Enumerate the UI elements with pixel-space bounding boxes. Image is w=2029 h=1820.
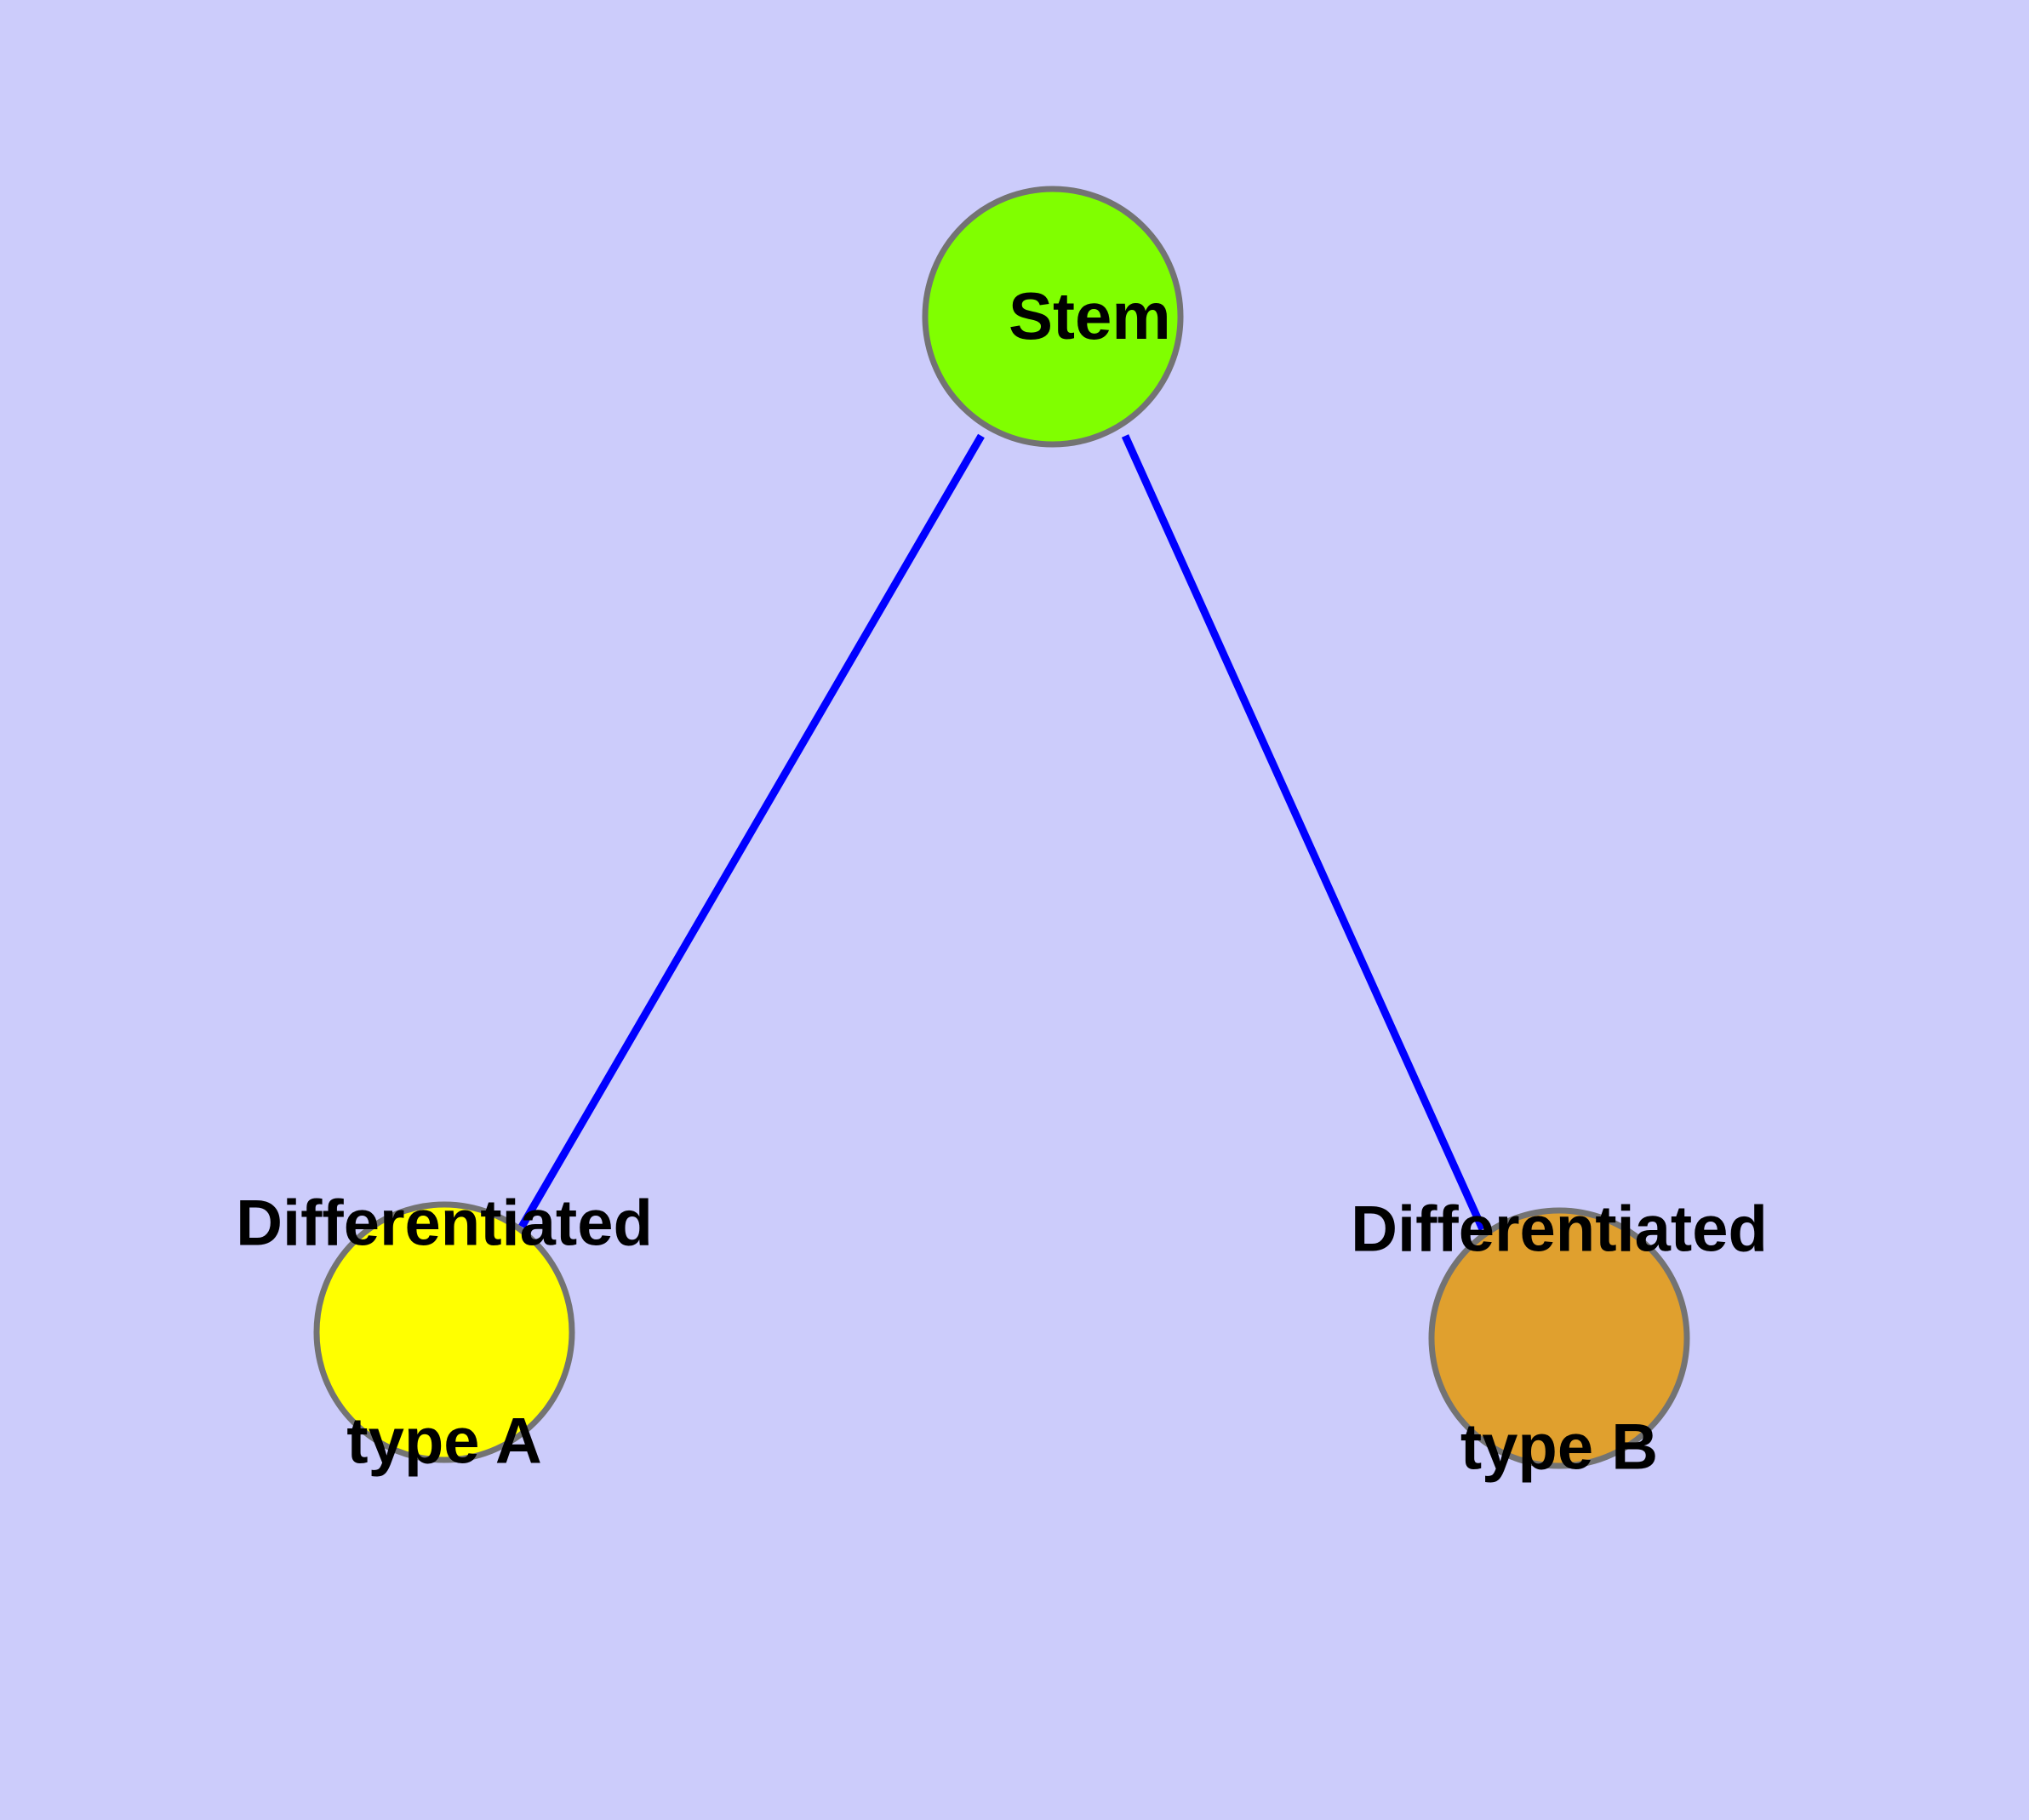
- node-differentiated-type-b[interactable]: [1428, 1207, 1690, 1469]
- node-differentiated-type-a[interactable]: [313, 1201, 575, 1463]
- edge-stem-to-differentiated-a[interactable]: [518, 433, 985, 1229]
- edge-layer: [518, 433, 1487, 1231]
- node-stem[interactable]: [922, 186, 1184, 448]
- node-layer: [313, 186, 1690, 1469]
- edge-stem-to-differentiated-b[interactable]: [1121, 434, 1487, 1231]
